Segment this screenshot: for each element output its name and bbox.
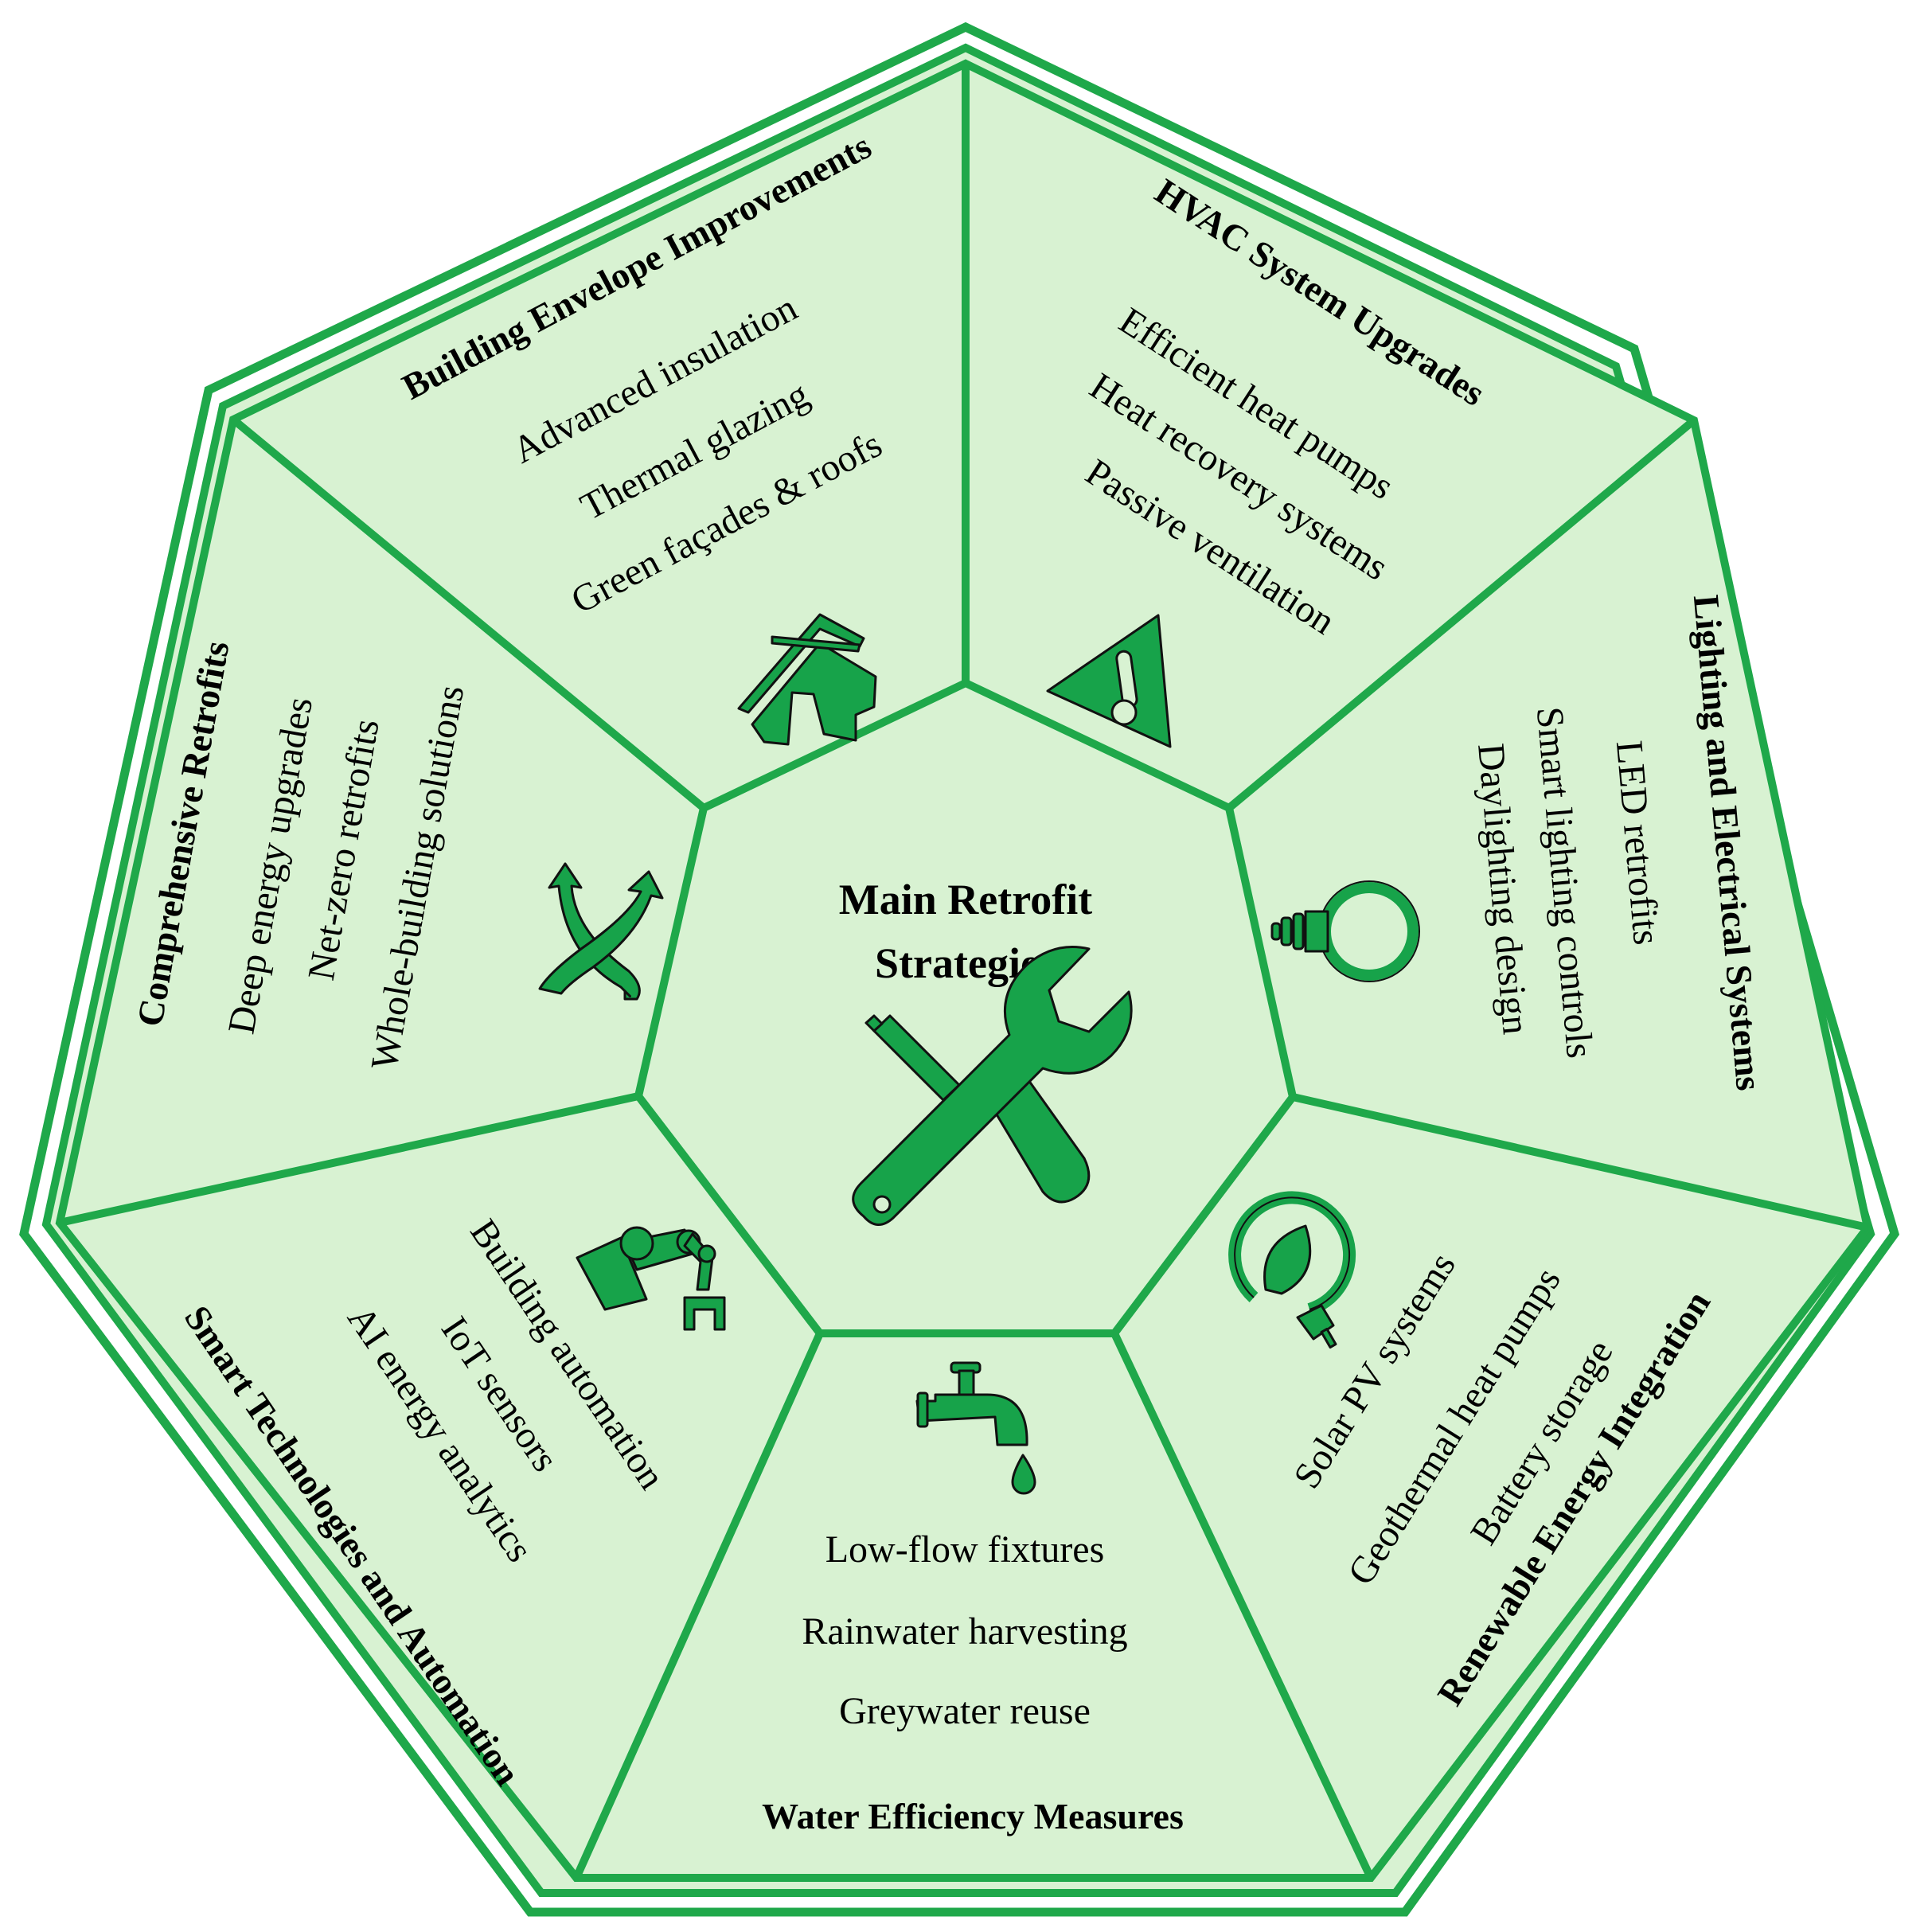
wrench-body xyxy=(852,946,1133,1226)
thermometer-bulb xyxy=(1110,699,1138,726)
leaf xyxy=(1263,1224,1312,1295)
water-item: Greywater reuse xyxy=(839,1690,1091,1732)
segment-dividers xyxy=(58,64,1869,1880)
tap-body xyxy=(915,1393,1028,1446)
house-icon xyxy=(737,613,877,746)
thermometer-warning-icon xyxy=(1046,614,1172,748)
wrench-hole xyxy=(872,1195,892,1214)
wrench-screwdriver-icon xyxy=(852,946,1133,1226)
water-drop xyxy=(1011,1454,1036,1495)
arrow-1 xyxy=(548,862,641,1001)
warning-triangle xyxy=(1046,614,1172,748)
water-item: Low-flow fixtures xyxy=(825,1528,1105,1571)
spoke-divider xyxy=(572,1331,824,1880)
center-title-line1: Main Retrofit xyxy=(839,876,1092,923)
bulb-neck xyxy=(1304,910,1329,953)
robot-arm-icon xyxy=(576,1226,726,1331)
robot-gripper xyxy=(683,1296,726,1331)
water-item: Rainwater harvesting xyxy=(802,1610,1127,1653)
spoke-divider xyxy=(1291,1093,1869,1231)
screwdriver-tip xyxy=(864,1014,884,1032)
robot-base xyxy=(576,1236,648,1311)
house-body xyxy=(751,642,877,746)
water-tap-icon xyxy=(915,1361,1036,1495)
screwdriver-handle xyxy=(985,1065,1091,1204)
spoke-divider xyxy=(58,1092,640,1227)
eco-plug-icon xyxy=(1228,1191,1356,1349)
spoke-divider xyxy=(1110,1331,1375,1880)
house-roof-line xyxy=(771,635,861,653)
center-heptagon xyxy=(634,678,1298,1337)
light-bulb-icon xyxy=(1270,880,1420,982)
spoke-divider xyxy=(230,416,707,811)
water-title: Water Efficiency Measures xyxy=(762,1796,1184,1836)
spoke-divider xyxy=(1226,417,1697,811)
arrow-2 xyxy=(538,870,664,995)
crossing-arrows-icon xyxy=(538,862,664,1001)
